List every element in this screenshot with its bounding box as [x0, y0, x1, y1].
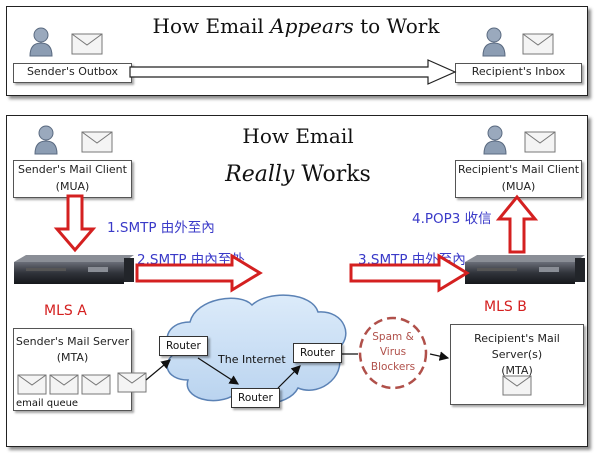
router-to-router-line	[197, 357, 240, 385]
envelope-icon-queue-1	[17, 374, 47, 395]
recipient-person-icon	[483, 125, 507, 155]
envelope-icon-top-right	[522, 33, 554, 55]
appears-title: How Email Appears to Work	[6, 14, 586, 38]
router-3: Router	[293, 343, 342, 363]
really-title-text: How Email	[242, 124, 354, 148]
envelope-icon-recipient-server	[502, 375, 532, 396]
recipient-person-icon-top	[482, 27, 506, 57]
envelope-icon-sender-client	[81, 131, 113, 153]
queue-to-router-line	[145, 359, 171, 381]
sender-person-icon	[34, 125, 58, 155]
mls-b-server-icon	[465, 255, 585, 284]
sender-outbox: Sender's Outbox	[13, 63, 132, 83]
step3-arrow	[349, 253, 470, 293]
spam-label-line2: Virus	[379, 346, 407, 358]
sender-mail-server-sub: (MTA)	[56, 351, 89, 364]
envelope-icon-top-left	[71, 33, 103, 55]
step2-arrow	[135, 253, 263, 293]
really-title-emph: Really	[225, 162, 295, 187]
recipient-mail-server-label: Recipient's Mail Server(s)	[474, 332, 560, 361]
recipient-inbox: Recipient's Inbox	[455, 63, 582, 83]
sender-mail-client-sub: (MUA)	[55, 180, 90, 193]
recipient-mail-client-label: Recipient's Mail Client	[457, 163, 580, 176]
step4-arrow	[495, 194, 539, 254]
appears-arrow	[129, 59, 457, 85]
router-2-label: Router	[238, 392, 273, 404]
spam-to-server-line	[429, 351, 450, 361]
sender-mail-client-label: Sender's Mail Client	[18, 163, 127, 176]
email-queue-label: email queue	[16, 398, 79, 409]
recipient-mail-client: Recipient's Mail Client (MUA)	[455, 160, 582, 198]
mls-a-server-icon	[14, 255, 134, 284]
recipient-mail-server-sub: (MTA)	[501, 364, 533, 377]
recipient-mail-client-sub: (MUA)	[501, 180, 536, 193]
spam-label-line3: Blockers	[370, 361, 416, 373]
really-title-line1: How Email	[190, 124, 406, 148]
sender-mail-client: Sender's Mail Client (MUA)	[13, 160, 132, 198]
step1-label: 1.SMTP 由外至內	[107, 220, 215, 236]
mls-a-label: MLS A	[44, 303, 87, 319]
sender-mail-server-label: Sender's Mail Server	[15, 335, 130, 348]
really-title-line2: Really Works	[190, 162, 406, 187]
internet-label: The Internet	[218, 353, 286, 366]
router-to-router-line-2	[277, 365, 301, 389]
sender-person-icon-top	[29, 27, 53, 57]
envelope-icon-queue-4	[117, 372, 147, 393]
mls-b-label: MLS B	[484, 299, 527, 315]
sender-mail-server: Sender's Mail Server (MTA)	[13, 328, 132, 411]
sender-outbox-label: Sender's Outbox	[26, 65, 119, 78]
spam-label-line1: Spam &	[372, 331, 414, 343]
spam-label: Spam & Virus Blockers	[361, 330, 425, 375]
step1-arrow	[53, 194, 97, 253]
appears-title-prefix: How Email	[152, 14, 271, 38]
envelope-icon-queue-3	[81, 374, 111, 395]
appears-title-emph: Appears	[270, 14, 354, 38]
envelope-icon-recipient-client	[524, 131, 556, 153]
router-1: Router	[159, 336, 208, 356]
router-1-label: Router	[166, 340, 201, 352]
envelope-icon-queue-2	[49, 374, 79, 395]
recipient-inbox-label: Recipient's Inbox	[471, 65, 566, 78]
step4-label: 4.POP3 收信	[412, 211, 492, 227]
really-title-rest: Works	[294, 162, 371, 187]
appears-title-suffix: to Work	[353, 14, 440, 38]
spam-virus-blocker	[358, 316, 428, 390]
router-3-label: Router	[300, 347, 335, 359]
router-2: Router	[231, 388, 280, 408]
